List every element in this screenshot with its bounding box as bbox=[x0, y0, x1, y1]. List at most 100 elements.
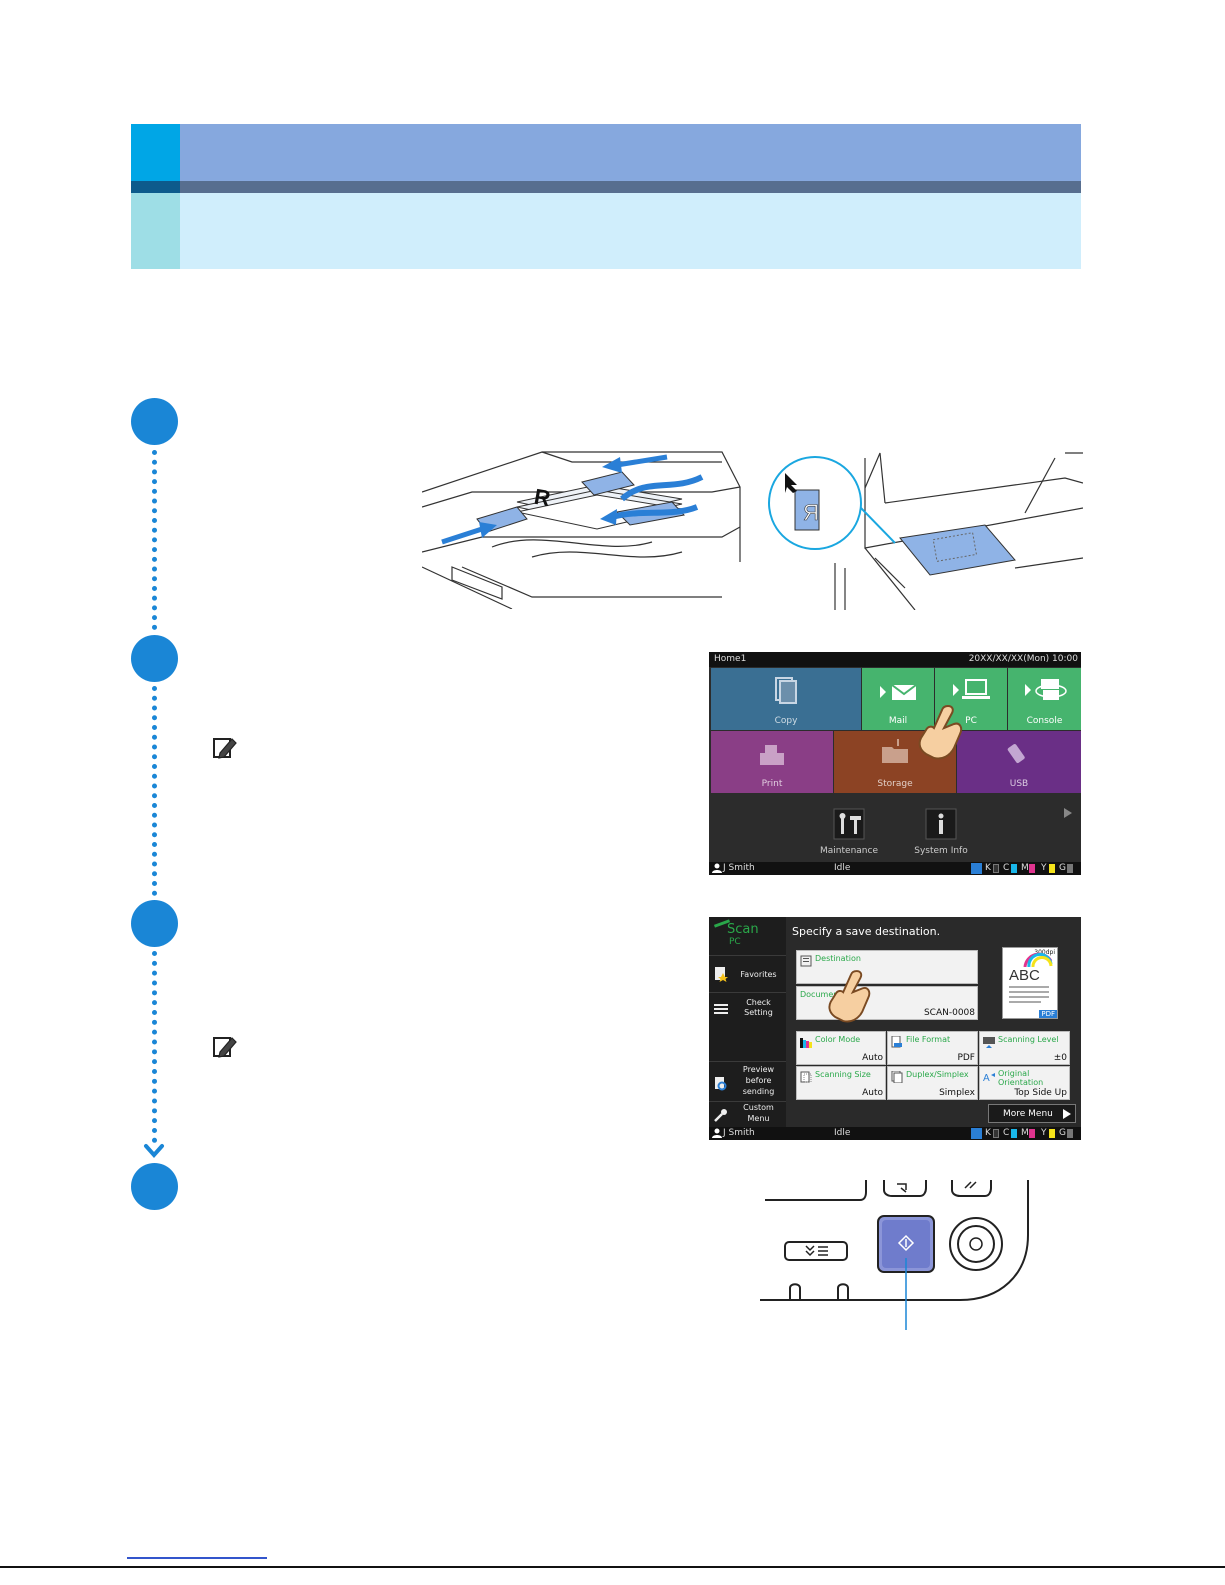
chevron-right-icon bbox=[1063, 1109, 1071, 1119]
ink-k-level bbox=[993, 864, 999, 873]
file-format-icon bbox=[891, 1036, 902, 1048]
home-touch-panel: Home1 20XX/XX/XX(Mon) 10:00 Copy Mail PC bbox=[709, 652, 1081, 875]
favorites-button[interactable]: Favorites bbox=[709, 955, 786, 992]
platen-glass-illustration: R bbox=[768, 452, 1083, 610]
custom-menu-button[interactable]: Custom Menu bbox=[709, 1101, 786, 1127]
mode-title: Scan bbox=[727, 922, 759, 937]
copy-tile[interactable]: Copy bbox=[711, 668, 861, 730]
datetime: 20XX/XX/XX(Mon) 10:00 bbox=[968, 654, 1078, 664]
usb-tile[interactable]: USB bbox=[957, 731, 1081, 793]
print-tile[interactable]: Print bbox=[711, 731, 833, 793]
favorites-icon bbox=[715, 967, 728, 982]
next-page-arrow-icon[interactable] bbox=[1063, 807, 1073, 819]
maintenance-tile[interactable]: Maintenance bbox=[819, 806, 879, 860]
ink-m-level bbox=[1029, 1129, 1035, 1138]
copy-icon bbox=[775, 677, 797, 704]
wrench-hammer-icon bbox=[833, 808, 865, 840]
note-pencil-icon bbox=[213, 1037, 237, 1058]
ink-y-level bbox=[1049, 864, 1055, 873]
step-connector bbox=[152, 450, 158, 630]
preview-icon bbox=[715, 1077, 727, 1091]
scanning-level-button[interactable]: Scanning Level ±0 bbox=[979, 1031, 1070, 1065]
panel-status-bar: J Smith Idle K C M Y G bbox=[709, 862, 1081, 875]
control-panel-illustration bbox=[760, 1180, 1029, 1330]
document-name-button[interactable]: Document Name SCAN-0008 bbox=[796, 986, 978, 1020]
wrench-icon bbox=[714, 1109, 727, 1122]
scanning-size-icon bbox=[800, 1071, 812, 1083]
adf-illustration: R bbox=[422, 451, 741, 609]
scan-touch-panel: Scan PC Favorites Check Setting Preview … bbox=[709, 917, 1081, 1140]
chevron-down-icon bbox=[144, 1144, 164, 1159]
file-format-badge: PDF bbox=[1039, 1010, 1057, 1018]
step-2-marker bbox=[131, 635, 178, 682]
user-icon bbox=[712, 863, 722, 873]
svg-text:A: A bbox=[983, 1073, 990, 1083]
system-info-tile[interactable]: System Info bbox=[911, 806, 971, 860]
svg-text:R: R bbox=[532, 484, 552, 511]
mail-icon bbox=[880, 684, 917, 700]
panel-title-bar: Home1 20XX/XX/XX(Mon) 10:00 bbox=[709, 652, 1081, 667]
scan-key-icon bbox=[897, 1183, 907, 1193]
scanning-size-button[interactable]: Scanning Size Auto bbox=[796, 1066, 886, 1100]
console-icon bbox=[1024, 679, 1067, 700]
check-setting-button[interactable]: Check Setting bbox=[709, 992, 786, 1024]
ink-c-level bbox=[1011, 864, 1017, 873]
ink-g-level bbox=[1067, 1129, 1073, 1138]
section-header-tab bbox=[131, 124, 180, 181]
scan-console-tile[interactable]: Console bbox=[1008, 668, 1081, 730]
print-icon bbox=[760, 745, 784, 765]
ink-k-level bbox=[993, 1129, 999, 1138]
scan-preview-thumbnail: 300dpi ABC PDF bbox=[1002, 947, 1058, 1019]
ink-c-level bbox=[1011, 1129, 1017, 1138]
pc-icon bbox=[953, 679, 990, 699]
color-arc-graphic bbox=[1023, 952, 1053, 967]
logged-in-user: J Smith bbox=[723, 1128, 755, 1138]
ink-y-level bbox=[1049, 1129, 1055, 1138]
mode-subtitle: PC bbox=[729, 937, 741, 947]
info-icon bbox=[925, 808, 957, 840]
more-menu-button[interactable]: More Menu bbox=[988, 1104, 1076, 1123]
panel-status-bar: J Smith Idle K C M Y G bbox=[709, 1127, 1081, 1140]
refresh-icon bbox=[971, 863, 982, 874]
original-orientation-button[interactable]: A Original Orientation Top Side Up bbox=[979, 1066, 1070, 1100]
step-3-marker bbox=[131, 900, 178, 947]
pointing-hand-icon bbox=[828, 970, 871, 1023]
color-mode-icon bbox=[800, 1038, 812, 1048]
logged-in-user: J Smith bbox=[723, 863, 755, 873]
section-subheader-bar bbox=[131, 193, 1081, 269]
stop-icon bbox=[969, 1237, 983, 1251]
step-connector bbox=[152, 686, 158, 896]
start-diamond-icon bbox=[897, 1234, 915, 1252]
orientation-icon: A bbox=[983, 1073, 995, 1083]
duplex-simplex-button[interactable]: Duplex/Simplex Simplex bbox=[887, 1066, 978, 1100]
section-header-bar bbox=[131, 124, 1081, 181]
scan-mail-tile[interactable]: Mail bbox=[862, 668, 934, 730]
menu-key[interactable] bbox=[784, 1241, 848, 1261]
note-pencil-icon bbox=[213, 738, 237, 759]
footer-link-underline[interactable] bbox=[127, 1557, 267, 1559]
preview-before-sending-button[interactable]: Preview before sending bbox=[709, 1061, 786, 1101]
step-connector bbox=[152, 951, 158, 1143]
svg-text:R: R bbox=[803, 500, 819, 525]
pointing-hand-icon bbox=[918, 704, 963, 760]
list-icon bbox=[714, 1004, 728, 1014]
document-name-value: SCAN-0008 bbox=[923, 1008, 975, 1018]
reset-key-icon bbox=[964, 1181, 977, 1189]
user-icon bbox=[712, 1128, 722, 1138]
color-mode-button[interactable]: Color Mode Auto bbox=[796, 1031, 886, 1065]
scan-side-menu: Scan PC Favorites Check Setting Preview … bbox=[709, 917, 786, 1127]
machine-state: Idle bbox=[834, 863, 851, 873]
ink-m-level bbox=[1029, 864, 1035, 873]
ink-g-level bbox=[1067, 864, 1073, 873]
refresh-icon bbox=[971, 1128, 982, 1139]
file-format-button[interactable]: File Format PDF bbox=[887, 1031, 978, 1065]
step-1-marker bbox=[131, 398, 178, 445]
duplex-icon bbox=[891, 1071, 903, 1083]
machine-state: Idle bbox=[834, 1128, 851, 1138]
instruction-text: Specify a save destination. bbox=[792, 925, 941, 938]
storage-icon bbox=[882, 739, 908, 763]
destination-button[interactable]: Destination bbox=[796, 950, 978, 984]
scanning-level-icon bbox=[983, 1037, 995, 1048]
section-header-divider bbox=[131, 181, 1081, 193]
address-book-icon bbox=[800, 955, 812, 967]
